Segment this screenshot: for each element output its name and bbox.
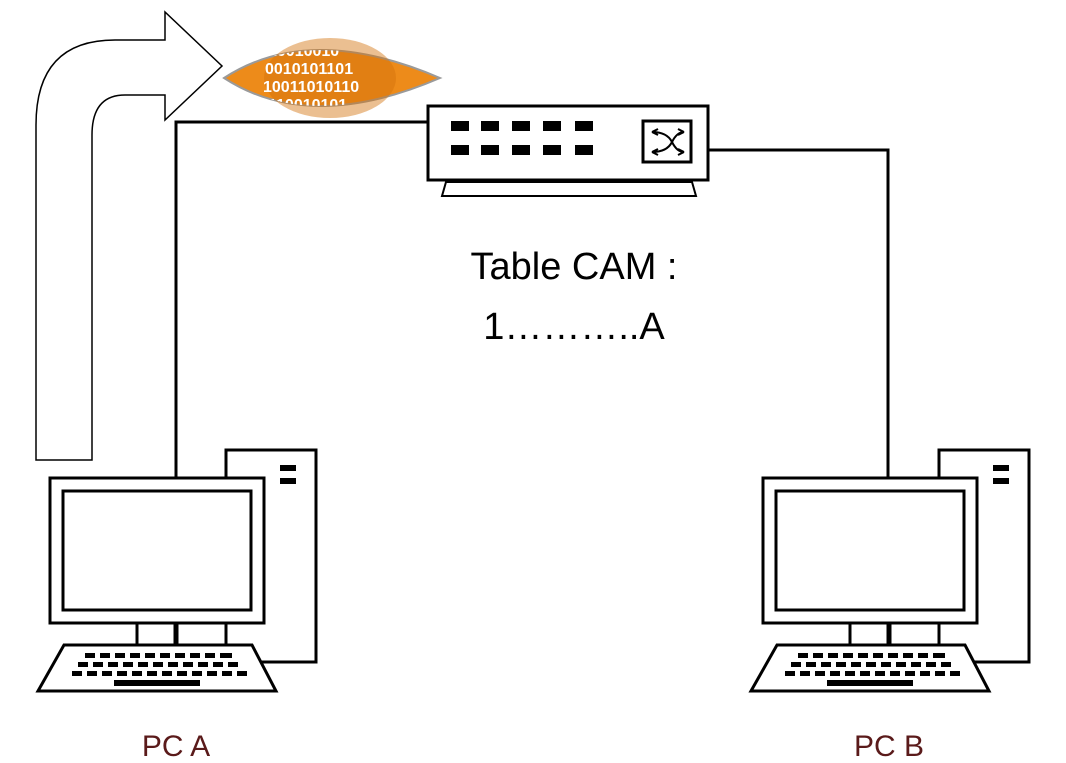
cam-table-title: Table CAM : (470, 246, 678, 288)
frame-bits-row: 10011010110 (263, 79, 359, 96)
pc-b-label: PC B (853, 730, 925, 763)
frame-bits-row: 0010101101 (265, 61, 353, 78)
network-switch-icon (426, 104, 710, 197)
frame-bits-row: 10010010 (268, 43, 339, 60)
cam-table-entry: 1………..A (483, 306, 665, 348)
pc-a-computer-icon (36, 448, 318, 693)
frame-bits-row: 110010101 (268, 97, 347, 114)
cable-pc-a (174, 120, 462, 478)
pc-b-computer-icon (749, 448, 1031, 693)
curved-arrow-icon (35, 10, 224, 461)
data-frame-icon: 10010010 0010101101 10011010110 11001010… (222, 38, 443, 118)
switch-fabric-icon (641, 119, 693, 164)
pc-a-label: PC A (141, 730, 211, 763)
